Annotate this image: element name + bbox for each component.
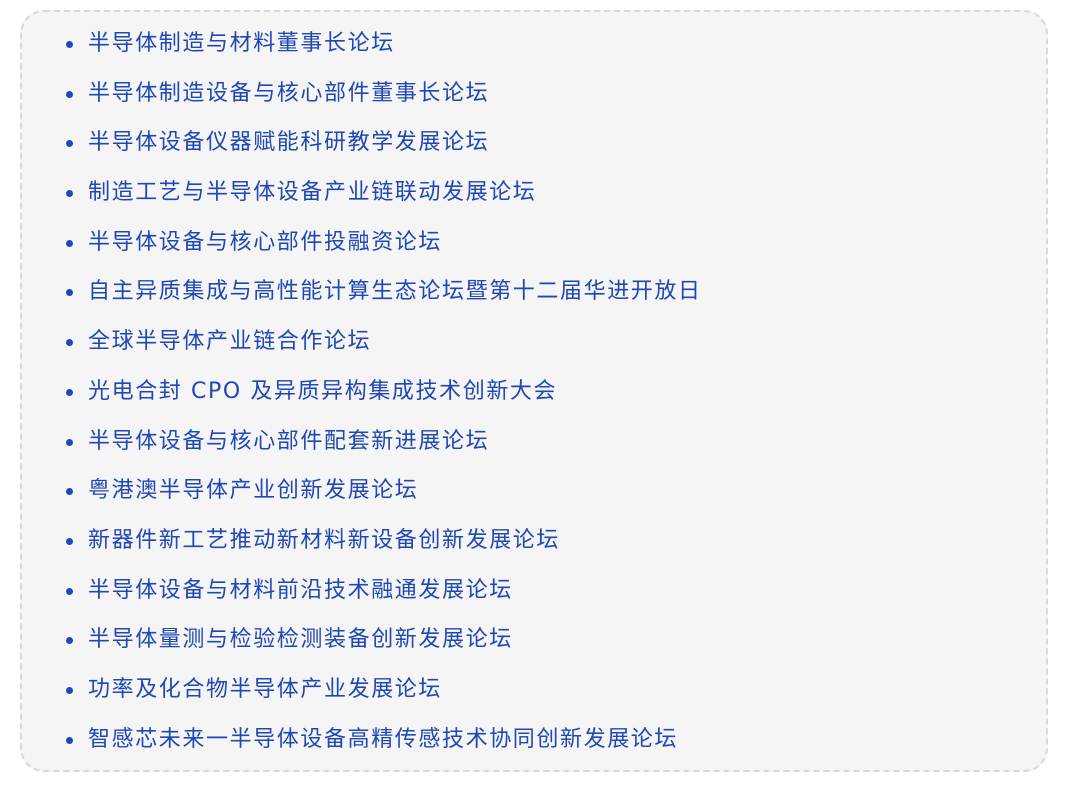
forum-title: 新器件新工艺推动新材料新设备创新发展论坛: [88, 527, 561, 553]
list-item: 半导体设备仪器赋能科研教学发展论坛: [22, 125, 702, 175]
forum-title: 半导体量测与检验检测装备创新发展论坛: [88, 627, 513, 653]
forum-title: 半导体设备与材料前沿技术融通发展论坛: [88, 577, 513, 603]
bullet-icon: [66, 190, 73, 198]
bullet-icon: [66, 289, 73, 297]
list-item: 全球半导体产业链合作论坛: [22, 324, 702, 374]
bullet-icon: [66, 438, 73, 446]
list-item: 功率及化合物半导体产业发展论坛: [22, 672, 702, 722]
forum-title: 半导体设备与核心部件配套新进展论坛: [88, 428, 490, 454]
list-item: 半导体设备与核心部件配套新进展论坛: [22, 424, 702, 474]
bullet-icon: [66, 140, 73, 148]
list-item: 光电合封 CPO 及异质异构集成技术创新大会: [22, 374, 702, 424]
list-item: 新器件新工艺推动新材料新设备创新发展论坛: [22, 523, 702, 573]
forum-title: 智感芯未来一半导体设备高精传感技术协同创新发展论坛: [88, 726, 679, 752]
forum-title: 粤港澳半导体产业创新发展论坛: [88, 478, 419, 504]
bullet-icon: [66, 388, 73, 396]
list-item: 自主异质集成与高性能计算生态论坛暨第十二届华进开放日: [22, 274, 702, 324]
bullet-icon: [66, 537, 73, 545]
list-item: 智感芯未来一半导体设备高精传感技术协同创新发展论坛: [22, 722, 702, 772]
forum-title: 全球半导体产业链合作论坛: [88, 329, 372, 355]
list-item: 半导体量测与检验检测装备创新发展论坛: [22, 622, 702, 672]
bullet-icon: [66, 736, 73, 744]
list-item: 半导体制造设备与核心部件董事长论坛: [22, 76, 702, 126]
bullet-icon: [66, 488, 73, 496]
list-item: 粤港澳半导体产业创新发展论坛: [22, 473, 702, 523]
bullet-icon: [66, 637, 73, 645]
bullet-icon: [66, 239, 73, 247]
bullet-icon: [66, 587, 73, 595]
forum-list-panel: 半导体制造与材料董事长论坛 半导体制造设备与核心部件董事长论坛 半导体设备仪器赋…: [20, 10, 1048, 772]
forum-title: 功率及化合物半导体产业发展论坛: [88, 676, 443, 702]
forum-title: 光电合封 CPO 及异质异构集成技术创新大会: [88, 378, 558, 404]
list-item: 半导体设备与材料前沿技术融通发展论坛: [22, 573, 702, 623]
forum-title: 制造工艺与半导体设备产业链联动发展论坛: [88, 180, 537, 206]
forum-title: 半导体制造设备与核心部件董事长论坛: [88, 80, 490, 106]
list-item: 制造工艺与半导体设备产业链联动发展论坛: [22, 175, 702, 225]
forum-title: 半导体制造与材料董事长论坛: [88, 31, 395, 56]
bullet-icon: [66, 41, 73, 48]
bullet-icon: [66, 339, 73, 347]
bullet-icon: [66, 686, 73, 694]
forum-title: 自主异质集成与高性能计算生态论坛暨第十二届华进开放日: [88, 279, 702, 305]
list-item: 半导体制造与材料董事长论坛: [22, 26, 702, 76]
list-item: 半导体设备与核心部件投融资论坛: [22, 225, 702, 275]
forum-title: 半导体设备与核心部件投融资论坛: [88, 229, 443, 255]
forum-title: 半导体设备仪器赋能科研教学发展论坛: [88, 130, 490, 156]
bullet-icon: [66, 90, 73, 98]
forum-list: 半导体制造与材料董事长论坛 半导体制造设备与核心部件董事长论坛 半导体设备仪器赋…: [22, 26, 702, 771]
